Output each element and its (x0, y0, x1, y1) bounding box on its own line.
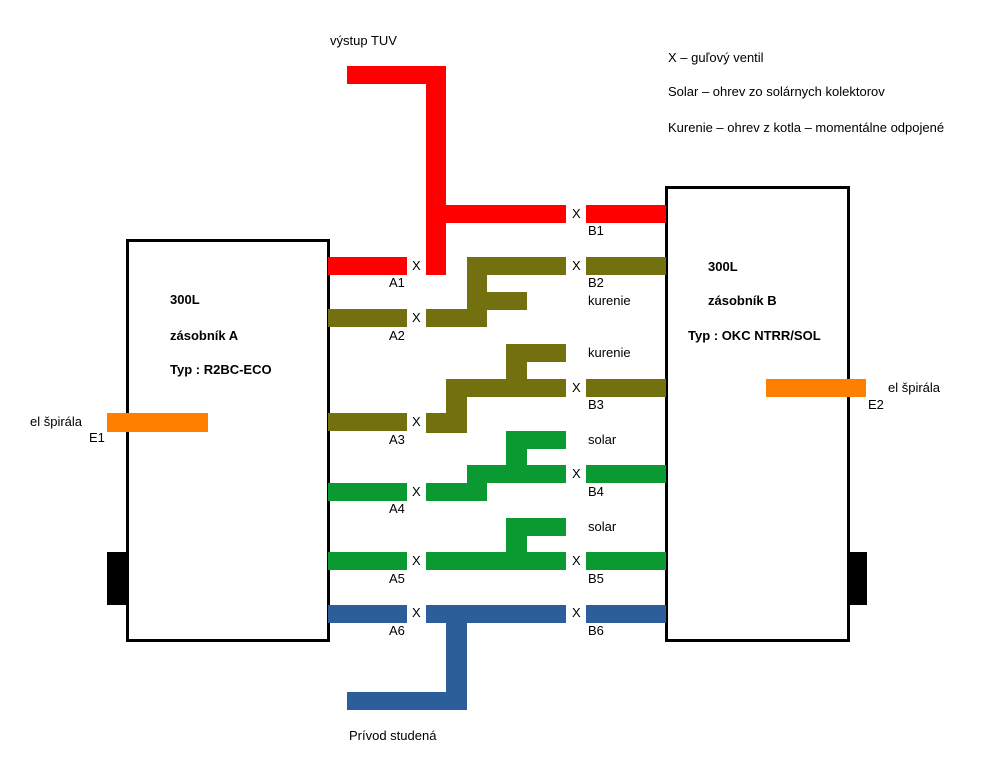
branch-label-heating-2: kurenie (588, 345, 631, 360)
heating-pipe-a3 (328, 413, 407, 431)
port-label-b4: B4 (588, 484, 604, 499)
solar-branch-1 (506, 431, 566, 449)
cold-pipe-a6 (328, 605, 407, 623)
valve-b5[interactable]: X (572, 553, 581, 568)
hot-pipe-vertical (426, 66, 446, 275)
tank-b-foot (848, 552, 867, 605)
port-label-b6: B6 (588, 623, 604, 638)
solar-pipe-a5 (328, 552, 407, 570)
tank-a-foot (107, 552, 127, 605)
tank-a (126, 239, 330, 642)
hot-pipe-outlet (347, 66, 446, 84)
heater-e2 (766, 379, 866, 397)
solar-pipe-b5 (586, 552, 666, 570)
legend-valve: X – guľový ventil (668, 50, 764, 65)
valve-b1[interactable]: X (572, 206, 581, 221)
heater-a-id: E1 (89, 430, 105, 445)
tank-a-name: zásobník A (170, 328, 239, 343)
valve-a6[interactable]: X (412, 605, 421, 620)
port-label-a6: A6 (389, 623, 405, 638)
tank-b (665, 186, 850, 642)
heating-pipe-a2 (328, 309, 407, 327)
port-label-a3: A3 (389, 432, 405, 447)
valve-a4[interactable]: X (412, 484, 421, 499)
heater-e1 (107, 413, 208, 432)
solar-branch-2 (506, 518, 566, 536)
valve-a3[interactable]: X (412, 414, 421, 429)
heating-pipe-b2-mid (467, 257, 566, 275)
legend-solar: Solar – ohrev zo solárnych kolektorov (668, 84, 885, 99)
solar-pipe-a5-mid (426, 552, 566, 570)
heating-pipe-b2 (586, 257, 666, 275)
tank-a-volume: 300L (170, 292, 200, 307)
valve-a1[interactable]: X (412, 258, 421, 273)
heating-pipe-b3 (586, 379, 666, 397)
tank-b-type: Typ : OKC NTRR/SOL (688, 328, 821, 343)
port-label-b3: B3 (588, 397, 604, 412)
branch-label-solar-2: solar (588, 519, 617, 534)
port-label-a4: A4 (389, 501, 405, 516)
tank-a-type: Typ : R2BC-ECO (170, 362, 272, 377)
cold-water-inlet-label: Prívod studená (349, 728, 437, 743)
tank-b-volume: 300L (708, 259, 738, 274)
tank-b-name: zásobník B (708, 293, 777, 308)
valve-a5[interactable]: X (412, 553, 421, 568)
port-label-b5: B5 (588, 571, 604, 586)
port-label-a5: A5 (389, 571, 405, 586)
port-label-a2: A2 (389, 328, 405, 343)
heater-a-label: el špirála (30, 414, 83, 429)
solar-pipe-b4 (586, 465, 666, 483)
legend-heating: Kurenie – ohrev z kotla – momentálne odp… (668, 120, 945, 135)
branch-label-solar-1: solar (588, 432, 617, 447)
port-label-b1: B1 (588, 223, 604, 238)
valve-a2[interactable]: X (412, 310, 421, 325)
branch-label-heating-1: kurenie (588, 293, 631, 308)
cold-pipe-vertical (446, 605, 467, 710)
heater-b-id: E2 (868, 397, 884, 412)
port-label-b2: B2 (588, 275, 604, 290)
solar-pipe-a4 (328, 483, 407, 501)
valve-b3[interactable]: X (572, 380, 581, 395)
valve-b4[interactable]: X (572, 466, 581, 481)
heating-branch-1 (487, 292, 527, 310)
port-label-a1: A1 (389, 275, 405, 290)
heater-b-label: el špirála (888, 380, 941, 395)
hot-water-outlet-label: výstup TUV (330, 33, 397, 48)
cold-pipe-b6 (586, 605, 666, 623)
hot-pipe-a1 (328, 257, 407, 275)
valve-b6[interactable]: X (572, 605, 581, 620)
hot-pipe-mid (446, 205, 566, 223)
cold-pipe-inlet (347, 692, 467, 710)
valve-b2[interactable]: X (572, 258, 581, 273)
heating-branch-2 (506, 344, 566, 362)
hot-pipe-b1 (586, 205, 666, 223)
